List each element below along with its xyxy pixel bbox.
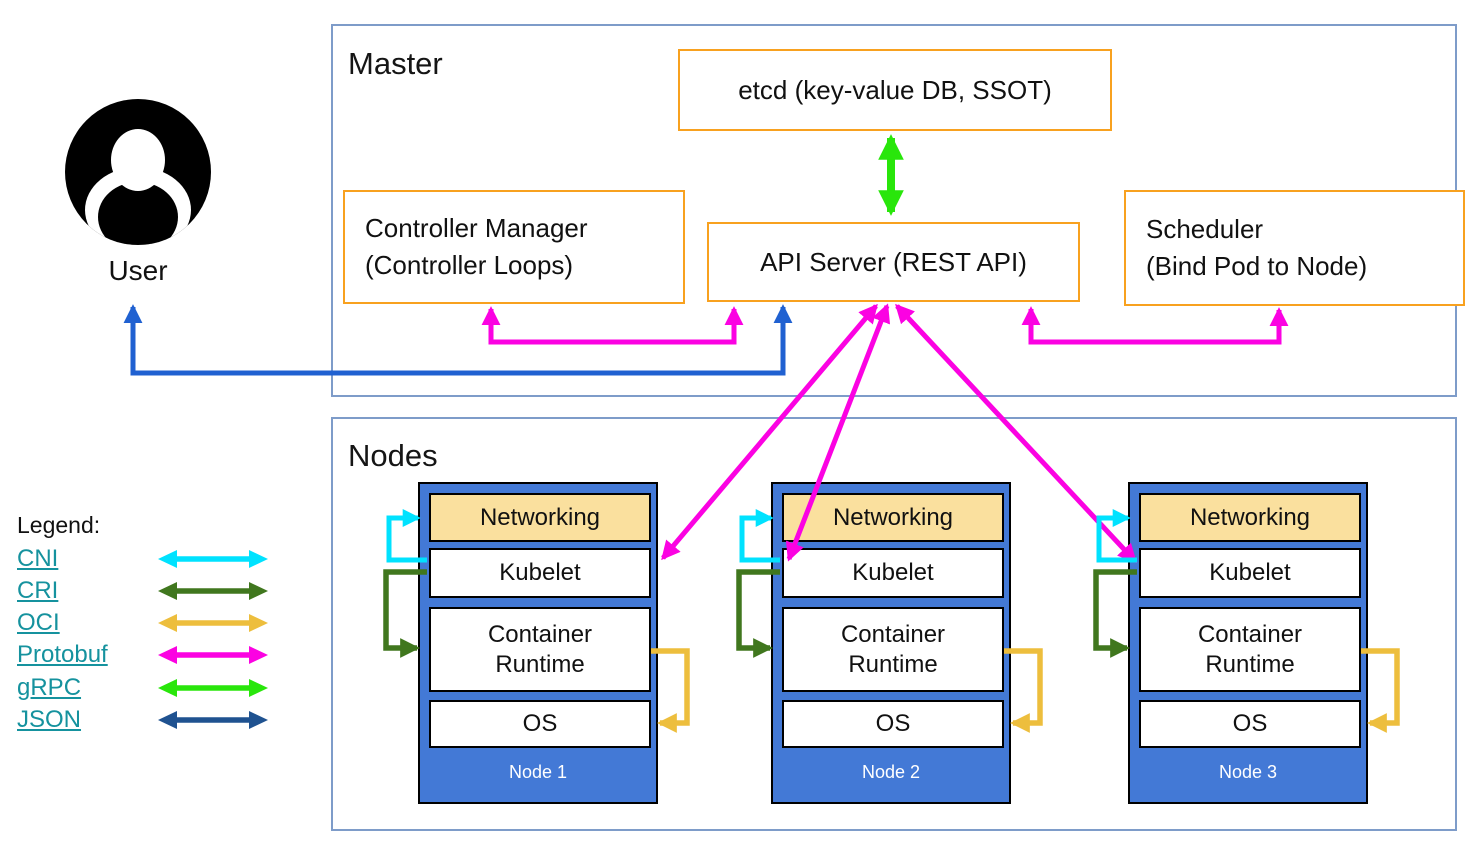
- controller-manager-box: Controller Manager (Controller Loops): [343, 190, 685, 304]
- cni-arrow-icon: [158, 550, 268, 568]
- legend-link-cni[interactable]: CNI: [17, 545, 59, 572]
- legend-row-json: JSON: [17, 705, 268, 735]
- scheduler-line1: Scheduler: [1146, 214, 1264, 244]
- node-1: Networking Kubelet Container Runtime OS …: [418, 482, 658, 804]
- legend-row-protobuf: Protobuf: [17, 640, 268, 670]
- legend-row-cri: CRI: [17, 576, 268, 606]
- legend-row-cni: CNI: [17, 544, 268, 574]
- scheduler-line2: (Bind Pod to Node): [1146, 251, 1368, 281]
- node-2-container-runtime-layer: Container Runtime: [782, 607, 1004, 692]
- nodes-title: Nodes: [348, 438, 438, 473]
- legend-link-protobuf[interactable]: Protobuf: [17, 641, 108, 668]
- legend-link-grpc[interactable]: gRPC: [17, 674, 82, 701]
- legend-link-cri[interactable]: CRI: [17, 577, 59, 604]
- user-label: User: [108, 255, 168, 286]
- node-3: Networking Kubelet Container Runtime OS …: [1128, 482, 1368, 804]
- node-3-container-runtime-layer: Container Runtime: [1139, 607, 1361, 692]
- node-3-label: Node 3: [1218, 762, 1278, 782]
- legend-row-oci: OCI: [17, 608, 268, 638]
- master-title: Master: [348, 46, 443, 81]
- oci-arrow-icon: [158, 614, 268, 632]
- legend-link-oci[interactable]: OCI: [17, 609, 60, 636]
- cri-arrow-icon: [158, 582, 268, 600]
- etcd-label: etcd (key-value DB, SSOT): [738, 74, 1052, 105]
- scheduler-box: Scheduler (Bind Pod to Node): [1124, 190, 1465, 306]
- node-3-kubelet-layer: Kubelet: [1139, 548, 1361, 598]
- grpc-arrow-icon: [158, 679, 268, 697]
- node-2: Networking Kubelet Container Runtime OS …: [771, 482, 1011, 804]
- api-server-label: API Server (REST API): [760, 246, 1027, 277]
- user-icon: [63, 97, 213, 247]
- api-server-box: API Server (REST API): [707, 222, 1080, 302]
- node-1-container-runtime-layer: Container Runtime: [429, 607, 651, 692]
- node-1-os-layer: OS: [429, 700, 651, 748]
- node-2-label: Node 2: [861, 762, 921, 782]
- node-1-kubelet-layer: Kubelet: [429, 548, 651, 598]
- controller-manager-line1: Controller Manager: [365, 213, 588, 243]
- node-1-label: Node 1: [508, 762, 568, 782]
- legend-link-json[interactable]: JSON: [17, 706, 82, 733]
- node-2-kubelet-layer: Kubelet: [782, 548, 1004, 598]
- node-2-os-layer: OS: [782, 700, 1004, 748]
- json-arrow-icon: [158, 711, 268, 729]
- node-1-networking-layer: Networking: [429, 493, 651, 542]
- protobuf-arrow-icon: [158, 646, 268, 664]
- node-3-os-layer: OS: [1139, 700, 1361, 748]
- legend-title: Legend:: [17, 512, 101, 538]
- controller-manager-line2: (Controller Loops): [365, 250, 574, 280]
- node-3-networking-layer: Networking: [1139, 493, 1361, 542]
- etcd-box: etcd (key-value DB, SSOT): [678, 49, 1112, 131]
- node-2-networking-layer: Networking: [782, 493, 1004, 542]
- legend-row-grpc: gRPC: [17, 673, 268, 703]
